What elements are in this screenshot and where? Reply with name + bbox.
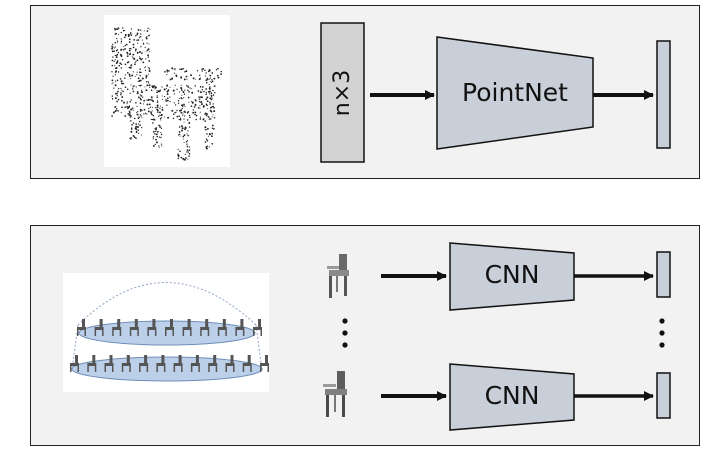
multiview-camera-rig-icon — [63, 273, 269, 392]
chair-view-icon — [327, 254, 349, 298]
cnn-label-1: CNN — [485, 260, 540, 289]
cnn-block-1: CNN — [449, 242, 575, 311]
point-cloud-chair-icon — [104, 15, 230, 167]
cnn-block-2: CNN — [449, 363, 575, 431]
pointnet-feature-vector — [656, 40, 671, 149]
cnn-label-2: CNN — [485, 381, 540, 410]
input-matrix-block: n×3 — [320, 22, 365, 163]
cnn-feature-vector-1 — [656, 251, 671, 298]
chair-view-icon — [323, 371, 347, 417]
pointnet-block: PointNet — [436, 36, 594, 150]
input-matrix-label: n×3 — [330, 70, 355, 116]
cnn-feature-vector-2 — [656, 372, 671, 419]
vertical-ellipsis-icon — [342, 318, 348, 348]
pointnet-label: PointNet — [462, 78, 568, 107]
vertical-ellipsis-icon — [659, 318, 665, 348]
